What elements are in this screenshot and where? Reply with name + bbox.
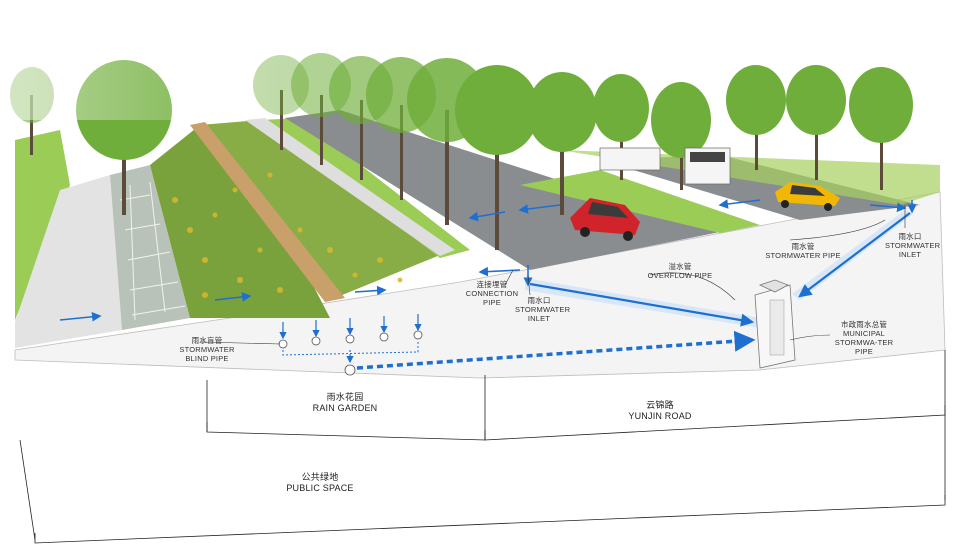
municipal-manhole — [754, 279, 796, 369]
en-text: RAIN GARDEN — [312, 403, 378, 413]
label-rain-garden: 雨水花园 RAIN GARDEN — [300, 392, 390, 414]
rain-garden-bed-right — [200, 120, 440, 300]
red-car — [570, 198, 640, 241]
en-text: STORMWATER INLET — [515, 305, 571, 323]
label-stormwater-inlet-left: 雨水口 STORMWATER INLET — [515, 296, 571, 323]
sidewalk-band — [245, 118, 455, 256]
label-stormwater-inlet-right: 雨水口 STORMWATER INLET — [885, 232, 941, 259]
en-text: STORMWATER INLET — [885, 241, 941, 259]
zh-text: 公共绿地 — [301, 472, 339, 482]
dimension-lines — [19, 350, 946, 544]
leader-lines — [199, 205, 906, 345]
road-median — [520, 170, 760, 233]
bus — [599, 147, 731, 185]
label-public-space: 公共绿地 PUBLIC SPACE — [270, 472, 370, 494]
label-stormwater-blind-pipe: 雨水盲管 STORMWATER BLIND PIPE — [172, 336, 242, 363]
left-sidewalk — [15, 175, 122, 348]
zh-text: 雨水盲管 — [191, 336, 223, 345]
blind-pipe-collector — [282, 340, 419, 356]
en-text: STORMWATER PIPE — [765, 251, 841, 260]
en-text: OVERFLOW PIPE — [647, 271, 713, 280]
zh-text: 云锦路 — [646, 400, 674, 410]
left-fog — [0, 40, 300, 120]
label-overflow-pipe: 溢水管 OVERFLOW PIPE — [645, 262, 715, 280]
label-stormwater-pipe: 雨水管 STORMWATER PIPE — [763, 242, 843, 260]
label-municipal-stormwater-pipe: 市政雨水总管 MUNICIPAL STORMWA-TER PIPE — [830, 320, 898, 356]
left-lawn — [15, 130, 70, 320]
connection-pipe-dashed — [356, 330, 756, 370]
en-text: YUNJIN ROAD — [628, 411, 692, 421]
overflow-flow — [529, 282, 755, 327]
label-yunjin-road: 云锦路 YUNJIN ROAD — [615, 400, 705, 422]
zh-text: 雨水管 — [791, 242, 815, 251]
label-connection-pipe: 连接埋管 CONNECTION PIPE — [462, 280, 522, 307]
stone-pattern — [119, 181, 186, 321]
rain-garden-bed — [150, 125, 330, 318]
rain-garden-flowers — [172, 172, 403, 298]
zh-text: 溢水管 — [668, 262, 692, 271]
en-text: PUBLIC SPACE — [286, 483, 354, 493]
surface-flow-arrows — [59, 199, 907, 322]
blind-pipes — [278, 330, 423, 376]
blind-pipe-drops — [279, 314, 422, 340]
boardwalk — [190, 122, 345, 302]
stone-path — [110, 165, 190, 330]
en-text: STORMWATER BLIND PIPE — [179, 345, 235, 363]
zh-text: 雨水口 — [527, 296, 551, 305]
zh-text: 雨水花园 — [326, 392, 364, 402]
stormwater-flow — [798, 212, 911, 298]
zh-text: 雨水口 — [898, 232, 922, 241]
zh-text: 市政雨水总管 — [840, 320, 888, 329]
en-text: CONNECTION PIPE — [465, 289, 519, 307]
en-text: MUNICIPAL STORMWA-TER PIPE — [834, 329, 894, 356]
zh-text: 连接埋管 — [476, 280, 508, 289]
taxi — [775, 182, 840, 211]
